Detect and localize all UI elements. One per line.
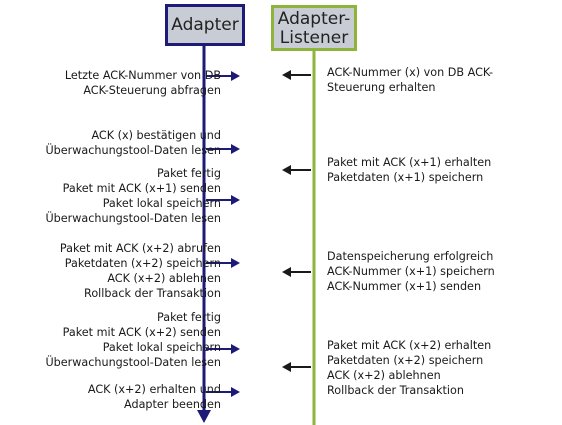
adapter-arrow <box>206 344 240 354</box>
listener-note-line: ACK-Nummer (x+1) speichern <box>327 265 495 278</box>
adapter-note-line: Letzte ACK-Nummer von DB <box>64 69 221 82</box>
listener-arrows <box>282 70 311 372</box>
listener-note-line: Rollback der Transaktion <box>327 384 464 397</box>
adapter-note-line: ACK (x) bestätigen und <box>91 129 221 142</box>
adapter-header-label: Adapter <box>171 14 239 35</box>
listener-arrow <box>282 70 311 80</box>
adapter-note-line: Paket lokal speichern <box>102 197 221 210</box>
listener-header-line1: Adapter- <box>277 9 351 29</box>
adapter-lifeline-arrowhead <box>197 410 211 423</box>
adapter-note-line: Adapter beenden <box>124 398 221 411</box>
listener-arrow <box>282 267 311 277</box>
listener-header-line2: Listener <box>279 28 349 48</box>
listener-note-line: ACK-Nummer (x) von DB ACK- <box>327 66 494 79</box>
adapter-note-line: Überwachungstool-Daten lesen <box>45 212 221 225</box>
adapter-note-1: Letzte ACK-Nummer von DB ACK-Steuerung ab… <box>65 68 221 98</box>
adapter-arrow <box>206 258 240 268</box>
listener-arrow <box>282 165 311 175</box>
adapter-header: Adapter <box>165 4 245 46</box>
adapter-note-line: Überwachungstool-Daten lesen <box>45 356 221 369</box>
adapter-note-line: Paket mit ACK (x+2) senden <box>62 326 221 339</box>
adapter-note-line: Rollback der Transaktion <box>84 287 221 300</box>
adapter-note-line: Paket fertig <box>156 167 221 180</box>
adapter-arrow <box>206 195 240 205</box>
listener-note-line: Paketdaten (x+2) speichern <box>327 354 484 367</box>
adapter-note-line: ACK (x+2) ablehnen <box>107 272 221 285</box>
adapter-arrow <box>206 71 240 81</box>
listener-note-line: ACK (x+2) ablehnen <box>327 369 441 382</box>
listener-note-1: ACK-Nummer (x) von DB ACK- Steuerung erha… <box>327 65 493 95</box>
listener-arrow <box>282 362 311 372</box>
listener-note-line: ACK-Nummer (x+1) senden <box>327 280 482 293</box>
adapter-arrows <box>206 71 240 397</box>
listener-note-line: Paketdaten (x+1) speichern <box>327 171 484 184</box>
adapter-arrow <box>206 144 240 154</box>
listener-note-line: Paket mit ACK (x+1) erhalten <box>327 156 492 169</box>
listener-note-line: Paket mit ACK (x+2) erhalten <box>327 339 492 352</box>
listener-header-label: Adapter- Listener <box>278 10 351 48</box>
adapter-note-line: Paket lokal speichern <box>102 341 221 354</box>
adapter-note-line: Paketdaten (x+2) speichern <box>64 257 221 270</box>
adapter-listener-header: Adapter- Listener <box>271 5 357 51</box>
adapter-note-line: Paket fertig <box>156 311 221 324</box>
adapter-note-line: Paket mit ACK (x+1) senden <box>62 182 221 195</box>
adapter-arrow <box>206 387 240 397</box>
listener-note-line: Datenspeicherung erfolgreich <box>327 250 494 263</box>
adapter-note-line: Paket mit ACK (x+2) abrufen <box>59 242 221 255</box>
listener-note-line: Steuerung erhalten <box>327 81 436 94</box>
adapter-note-line: ACK-Steuerung abfragen <box>83 84 221 97</box>
adapter-note-line: ACK (x+2) erhalten und <box>87 383 221 396</box>
adapter-note-line: Überwachungstool-Daten lesen <box>45 144 221 157</box>
